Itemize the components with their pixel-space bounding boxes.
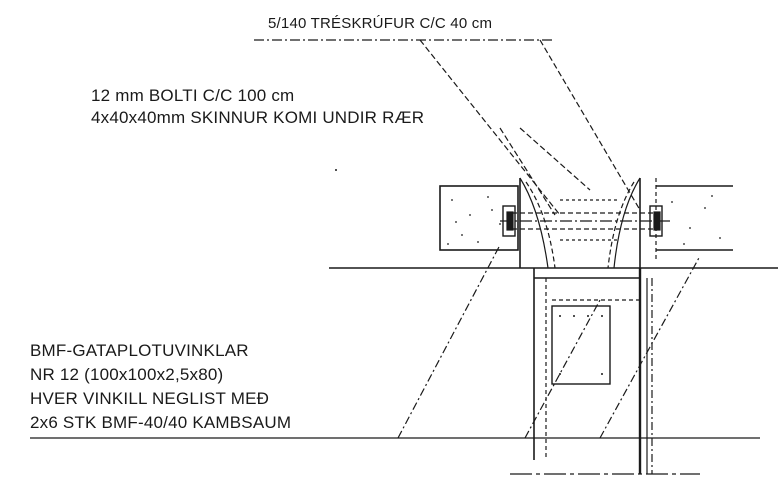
screws-leader-2 [539, 39, 641, 211]
right-joist-curve [613, 177, 641, 269]
bracket-nail-holes [559, 315, 603, 375]
left-joist-curve-dashed [525, 181, 556, 269]
bolt-label-line1: 12 mm BOLTI C/C 100 cm [91, 86, 295, 105]
screws-hidden [560, 199, 620, 241]
reference-dot [335, 169, 337, 171]
bracket-label-line4: 2x6 STK BMF-40/40 KAMBSAUM [30, 413, 292, 432]
bolt-label-line2: 4x40x40mm SKINNUR KOMI UNDIR RÆR [91, 108, 425, 127]
bracket-plate [551, 305, 611, 385]
bracket-label-line1: BMF-GATAPLOTUVINKLAR [30, 341, 249, 360]
screws-leader-1 [419, 39, 561, 216]
screws-label: 5/140 TRÉSKRÚFUR C/C 40 cm [268, 15, 493, 32]
bracket-leader-3 [599, 255, 701, 439]
right-joist-curve-dashed [607, 181, 635, 269]
right-nut [653, 211, 661, 231]
left-beam-grain [447, 196, 501, 245]
right-beam-grain [671, 195, 721, 245]
bracket-leader-2 [524, 299, 601, 439]
bracket-label-line2: NR 12 (100x100x2,5x80) [30, 365, 224, 384]
left-joist-curve [519, 177, 549, 269]
left-beam [439, 185, 519, 251]
bolt-leader-1 [499, 127, 556, 216]
bolt-leader-2 [519, 127, 591, 191]
bracket-label-line3: HVER VINKILL NEGLIST MEÐ [30, 389, 270, 408]
bracket-leader-1 [397, 244, 501, 439]
